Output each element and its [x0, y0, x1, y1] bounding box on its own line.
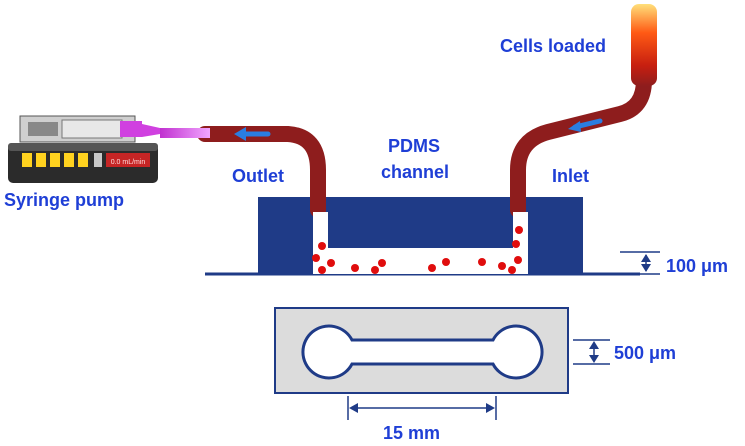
- cells-loaded-label: Cells loaded: [500, 36, 607, 56]
- pump-display-text: 0.0 mL/min: [111, 159, 146, 166]
- flow-arrow-outlet-head: [234, 127, 246, 141]
- cell-dot: [512, 240, 520, 248]
- length-dimension-label: 15 mm: [383, 423, 441, 443]
- cell-dot: [515, 226, 523, 234]
- cell-dot: [327, 259, 335, 267]
- cell-dot: [378, 259, 386, 267]
- cell-dot: [514, 256, 522, 264]
- cell-dot: [508, 266, 516, 274]
- pdms-label-line1: PDMS: [388, 136, 441, 156]
- outlet-tube: [197, 126, 326, 218]
- cell-dot: [318, 242, 326, 250]
- cell-dot: [371, 266, 379, 274]
- cell-dot: [318, 266, 326, 274]
- syringe-pump-label: Syringe pump: [4, 190, 125, 210]
- height-dimension-marker: [620, 251, 660, 275]
- width-dimension-label: 500 μm: [614, 343, 677, 363]
- pdms-label-line2: channel: [380, 162, 450, 182]
- cells-group: [312, 226, 523, 274]
- width-dimension-marker: [573, 339, 610, 365]
- syringe-pump-device: 0.0 mL/min: [8, 115, 160, 183]
- cell-dot: [428, 264, 436, 272]
- chip-channel-outline: [301, 324, 544, 380]
- cell-dot: [442, 258, 450, 266]
- cell-dot: [498, 262, 506, 270]
- height-dimension-label: 100 μm: [666, 256, 729, 276]
- outlet-label: Outlet: [232, 166, 284, 186]
- inlet-tube: [510, 52, 652, 218]
- cells-source-flame: [631, 4, 657, 86]
- inlet-label: Inlet: [552, 166, 590, 186]
- flow-arrow-inlet-head: [568, 121, 581, 132]
- cell-dot: [312, 254, 320, 262]
- cell-dot: [351, 264, 359, 272]
- pdms-block: [258, 197, 583, 274]
- length-dimension-marker: [347, 396, 497, 420]
- cell-dot: [478, 258, 486, 266]
- channel-interior: [313, 212, 528, 274]
- syringe-tip: [160, 128, 210, 138]
